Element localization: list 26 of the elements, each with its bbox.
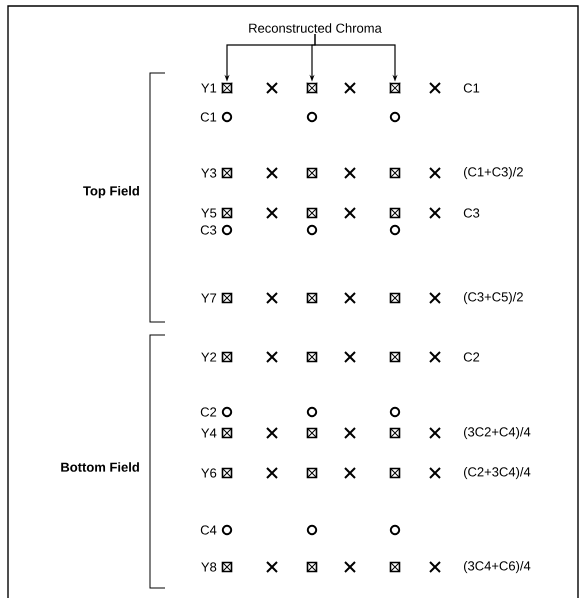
- title-label: Reconstructed Chroma: [249, 23, 382, 33]
- row-label: Y7: [201, 294, 216, 302]
- row-label: Y6: [201, 468, 216, 478]
- row-label: C4: [200, 525, 216, 535]
- field-label: Bottom Field: [61, 462, 139, 472]
- row-label: Y5: [201, 208, 216, 218]
- row-label: C1: [200, 112, 216, 122]
- row-label: Y4: [201, 428, 216, 438]
- luma-chroma-sample: [306, 82, 318, 94]
- chroma-value-label: C1: [464, 83, 480, 93]
- luma-chroma-sample: [221, 82, 233, 94]
- chroma-value-label: (3C2+C4)/4: [464, 426, 530, 440]
- chroma-value-label: (C1+C3)/2: [464, 166, 523, 180]
- chroma-value-label: (C2+3C4)/4: [464, 466, 530, 480]
- row-label: C3: [200, 225, 216, 235]
- chroma-value-label: C3: [464, 208, 480, 218]
- row-label: Y8: [201, 562, 216, 572]
- row-label: C2: [200, 407, 216, 417]
- row-label: Y3: [201, 168, 216, 178]
- field-label: Top Field: [83, 186, 139, 198]
- row-label: Y1: [201, 84, 216, 92]
- luma-chroma-sample: [389, 82, 401, 94]
- row-label: Y2: [201, 352, 216, 362]
- chroma-value-label: C2: [464, 352, 480, 362]
- chroma-value-label: (C3+C5)/2: [464, 292, 523, 304]
- chroma-value-label: (3C4+C6)/4: [464, 560, 530, 574]
